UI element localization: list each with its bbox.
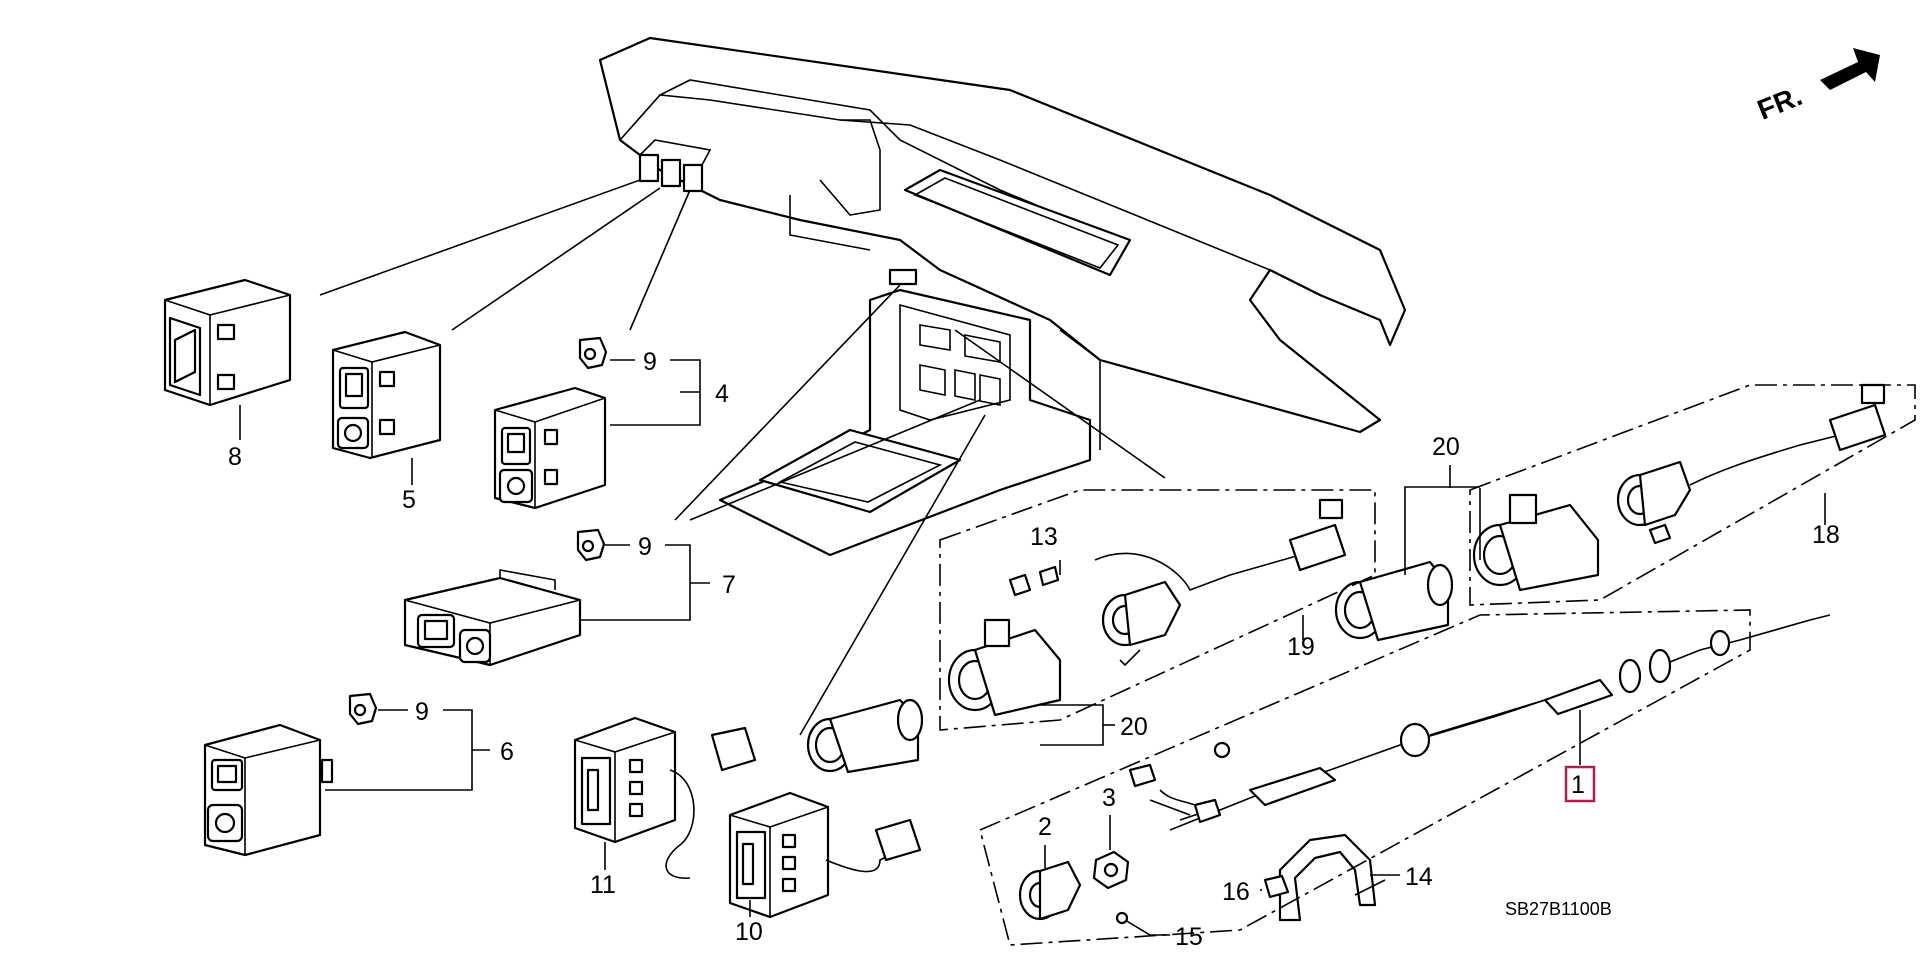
callout-1: 1 [1571,771,1585,799]
switch-part-4 [493,386,607,510]
front-arrow-icon [1820,48,1880,90]
callout-4: 4 [715,380,729,408]
switch-part-8 [163,278,292,407]
callout-5: 5 [402,486,416,514]
callout-14: 14 [1405,863,1433,891]
callout-7: 7 [722,571,736,599]
callout-9-bottom: 9 [415,698,429,726]
callout-2: 2 [1038,813,1052,841]
screw-small [1213,741,1231,759]
cable-assembly-part-1 [1128,614,1831,831]
callout-9-top: 9 [643,348,657,376]
nut-part-3 [1092,850,1130,890]
callout-18: 18 [1812,521,1840,549]
group-outline-19 [939,489,1376,731]
callout-11: 11 [590,871,616,899]
fr-label: FR. [1753,80,1806,126]
dimmer-switch-part-11 [573,716,757,879]
callouts: 8 5 9 4 9 7 9 6 11 10 13 20 19 20 18 1 2… [228,348,1840,951]
clip-part-9-top [578,336,608,370]
lighter-assembly-part-19 [947,498,1347,717]
screw-part-15 [1115,911,1151,936]
dashboard-illustration [598,36,1407,557]
callout-3: 3 [1102,784,1116,812]
switch-part-6 [203,723,334,857]
switch-part-5 [331,330,442,460]
callout-6: 6 [500,738,514,766]
lighter-assembly-part-18 [1472,383,1887,592]
clip-part-9-bottom [348,692,378,726]
group-outline-18 [1469,384,1916,606]
drawing-code: SB27B1100B [1505,899,1612,919]
dimmer-switch-part-10 [728,791,922,919]
knob-part-2 [1018,860,1082,921]
callout-15: 15 [1175,923,1203,951]
callout-8: 8 [228,443,242,471]
callout-13: 13 [1030,523,1058,551]
lighter-socket-part-20-upper [1334,560,1454,642]
front-direction-indicator: FR. [1753,48,1880,126]
callout-20-upper: 20 [1432,433,1460,461]
bracket-part-14 [1278,833,1386,922]
lighter-socket-part-20-lower [806,698,924,774]
highlight-box-part-1 [1564,765,1596,803]
callout-10: 10 [735,918,763,946]
callout-19: 19 [1287,633,1315,661]
switch-part-7 [403,569,582,667]
group-outline-1 [979,609,1751,946]
callout-20-lower: 20 [1120,713,1148,741]
callout-9-middle: 9 [638,533,652,561]
clip-part-16 [1263,874,1290,899]
leader-lines [239,179,1826,936]
callout-16: 16 [1222,878,1250,906]
clip-part-9-middle [576,528,606,562]
